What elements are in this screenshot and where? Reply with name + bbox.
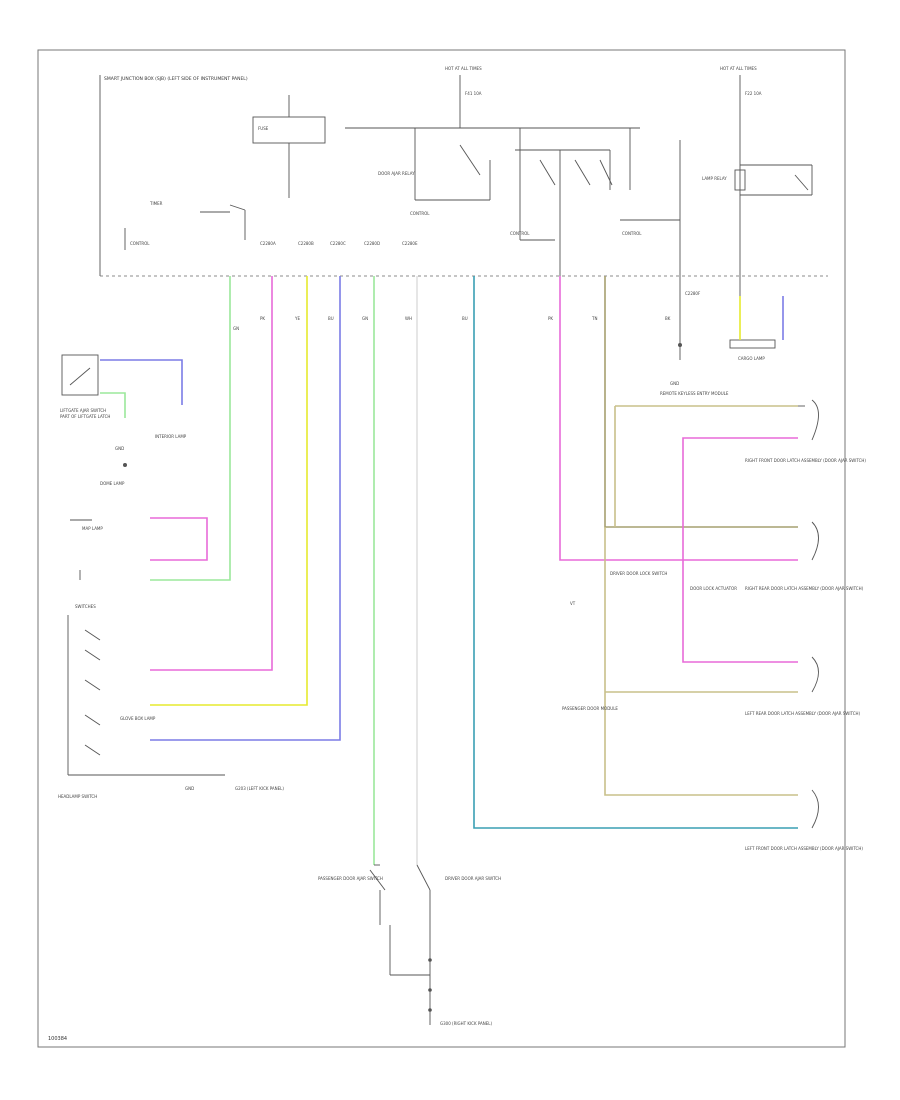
sjb-label: SMART JUNCTION BOX (SJB) (LEFT SIDE OF I… [104, 76, 248, 82]
lbl-wire-wh: WH [405, 316, 412, 321]
lr-door-latch: LEFT REAR DOOR LATCH ASSEMBLY (DOOR AJAR… [745, 656, 861, 716]
door-relay-label: DOOR AJAR RELAY [378, 171, 415, 176]
headlamp-sw-label: HEADLAMP SWITCH [58, 794, 97, 799]
switch-contacts [84, 629, 101, 756]
lbl-wire-bu: BU [328, 316, 334, 321]
lbl-wire-ye: YE [294, 316, 300, 321]
wire-tan [604, 276, 798, 528]
wire-bk-1: BK [665, 316, 671, 321]
wire-green [150, 276, 231, 581]
ground-1: GND [670, 381, 679, 386]
dome-lamp-label: DOME LAMP [100, 481, 125, 486]
conn-c2280f: C2280F [685, 291, 701, 296]
wire-blue-left [100, 359, 183, 405]
hot-label-2: HOT AT ALL TIMES [720, 66, 757, 71]
control-label-1: CONTROL [130, 241, 150, 246]
wire-tan-top [614, 405, 798, 527]
conn-c2280d: C2280D [364, 241, 380, 246]
control-label-4: CONTROL [622, 231, 642, 236]
lbl-wire-gn: GN [233, 326, 239, 331]
wire-pink [150, 276, 273, 671]
liftgate-label: LIFTGATE AJAR SWITCH [60, 408, 106, 413]
rf-door-latch: RIGHT FRONT DOOR LATCH ASSEMBLY (DOOR AJ… [745, 399, 866, 463]
lbl-wire-pk: PK [260, 316, 265, 321]
liftgate-sub: PART OF LIFTGATE LATCH [60, 414, 110, 419]
lbl-wire-gn2: GN [362, 316, 368, 321]
fuse-b-label: F22 10A [745, 91, 762, 96]
interior-lamp-label: INTERIOR LAMP [155, 434, 187, 439]
center-right-labels: DRIVER DOOR LOCK SWITCH DOOR LOCK ACTUAT… [562, 391, 737, 711]
wire-teal [473, 276, 798, 829]
lamp-relay-label: LAMP RELAY [702, 176, 727, 181]
conn-c2280e: C2280E [402, 241, 418, 246]
headlamp-switch-block: DOME LAMP MAP LAMP SWITCHES GLOVE BOX LA… [58, 481, 284, 799]
lbl-wire-bu2: BU [462, 316, 468, 321]
wire-pink-right [559, 276, 798, 561]
ground-3: GND [185, 786, 194, 791]
bottom-gnd-2: G300 (RIGHT KICK PANEL) [440, 1021, 492, 1026]
rr-door-latch: RIGHT REAR DOOR LATCH ASSEMBLY (DOOR AJA… [745, 521, 864, 591]
conn-c2280a: C2280A [260, 241, 276, 246]
fuse-box-label: FUSE [258, 126, 269, 131]
fuse-a-label: F41 10A [465, 91, 482, 96]
ground-2: GND [115, 446, 124, 451]
door-latches: RIGHT FRONT DOOR LATCH ASSEMBLY (DOOR AJ… [745, 399, 866, 851]
conn-c2280b: C2280B [298, 241, 314, 246]
wire-green-left [100, 392, 126, 418]
lf-door-latch: LEFT FRONT DOOR LATCH ASSEMBLY (DOOR AJA… [745, 789, 863, 851]
wire-color-labels: GN PK YE BU GN WH BU PK TN [233, 316, 597, 331]
wires [100, 276, 798, 865]
rr-door-label: RIGHT REAR DOOR LATCH ASSEMBLY (DOOR AJA… [745, 586, 864, 591]
right-stubs: BK GND C2280F CARGO LAMP [665, 276, 776, 386]
mid-block-1: DRIVER DOOR LOCK SWITCH [610, 571, 667, 576]
diagram-frame [37, 49, 846, 1048]
wire-pink-loop [682, 437, 798, 663]
wire-tan-lower [604, 527, 798, 796]
switches-title: SWITCHES [75, 604, 96, 609]
puddle-block: REMOTE KEYLESS ENTRY MODULE [660, 391, 729, 396]
hot-label-1: HOT AT ALL TIMES [445, 66, 482, 71]
cargo-lamp-label: CARGO LAMP [738, 356, 765, 361]
glove-box-label: GLOVE BOX LAMP [120, 716, 156, 721]
footer-code: 100384 [48, 1036, 67, 1042]
mid-block-2: DOOR LOCK ACTUATOR [690, 586, 737, 591]
wire-yellow [150, 276, 308, 706]
g203-label: G203 (LEFT KICK PANEL) [235, 786, 284, 791]
lbl-wire-tn: TN [591, 316, 597, 321]
mid-block-3: PASSENGER DOOR MODULE [562, 706, 618, 711]
lbl-wire-pk2: PK [548, 316, 553, 321]
lr-door-label: LEFT REAR DOOR LATCH ASSEMBLY (DOOR AJAR… [745, 711, 861, 716]
bottom-sw-2: DRIVER DOOR AJAR SWITCH [445, 876, 501, 881]
bottom-switches: PASSENGER DOOR AJAR SWITCH DRIVER DOOR A… [318, 864, 501, 1026]
sjb-block: SMART JUNCTION BOX (SJB) (LEFT SIDE OF I… [99, 66, 828, 277]
wire-vt: VT [570, 601, 576, 606]
wire-pink-small [150, 517, 208, 561]
rf-door-label: RIGHT FRONT DOOR LATCH ASSEMBLY (DOOR AJ… [745, 458, 866, 463]
wire-blue [150, 276, 341, 741]
map-lamp-label: MAP LAMP [82, 526, 103, 531]
control-label-2: CONTROL [410, 211, 430, 216]
conn-c2280c: C2280C [330, 241, 346, 246]
liftgate-switch: LIFTGATE AJAR SWITCH PART OF LIFTGATE LA… [60, 354, 187, 467]
timer-label: TIMER [149, 201, 163, 206]
bottom-sw-1: PASSENGER DOOR AJAR SWITCH [318, 876, 383, 881]
lf-door-label: LEFT FRONT DOOR LATCH ASSEMBLY (DOOR AJA… [745, 846, 863, 851]
control-label-3: CONTROL [510, 231, 530, 236]
